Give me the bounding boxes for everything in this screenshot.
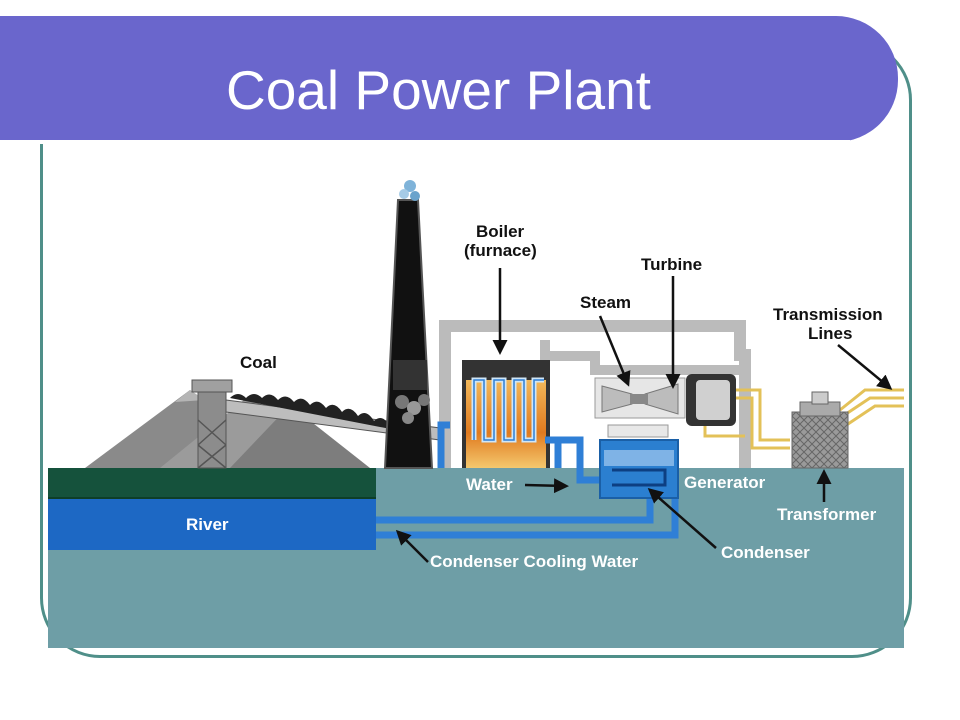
label-condenser: Condenser [721, 543, 810, 562]
transformer [791, 391, 849, 469]
label-furnace: (furnace) [464, 241, 537, 260]
label-steam: Steam [580, 293, 631, 312]
label-turbine: Turbine [641, 255, 702, 274]
condenser [599, 439, 679, 499]
label-lines: Lines [808, 324, 852, 343]
turbine [594, 377, 686, 438]
generator [686, 374, 736, 426]
callout-arrows [395, 268, 893, 563]
transmission-cables [703, 388, 904, 450]
label-transmission: Transmission [773, 305, 883, 324]
title-banner: Coal Power Plant [0, 16, 898, 144]
label-boiler: Boiler [476, 222, 525, 241]
label-river: River [186, 515, 229, 534]
smokestack [383, 180, 434, 469]
grass-strip [48, 468, 376, 498]
river [48, 498, 376, 550]
label-transformer: Transformer [777, 505, 877, 524]
label-water: Water [466, 475, 513, 494]
slide-title: Coal Power Plant [226, 59, 651, 121]
label-generator: Generator [684, 473, 766, 492]
label-coal: Coal [240, 353, 277, 372]
title-underline [0, 140, 850, 144]
label-condenser-cooling-water: Condenser Cooling Water [430, 552, 638, 571]
coal-hopper [191, 379, 233, 469]
boiler [462, 360, 550, 468]
